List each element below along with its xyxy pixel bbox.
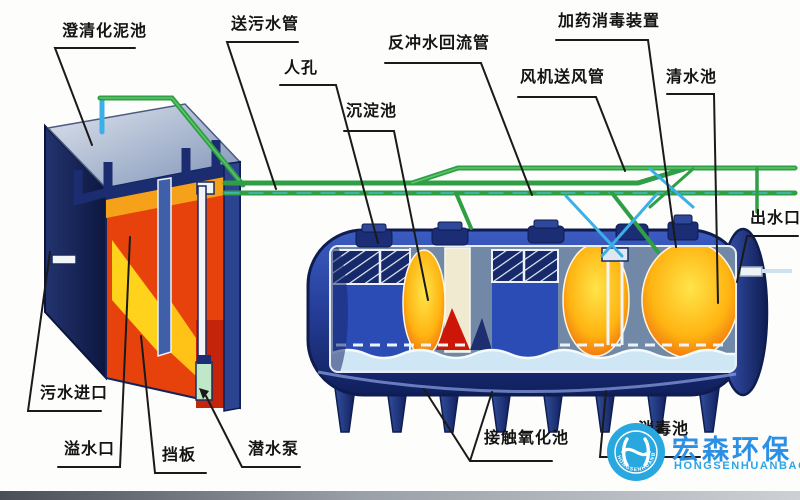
clarifier-tank-drawing xyxy=(44,103,242,412)
label-clarifier-tank: 澄清化泥池 xyxy=(62,23,148,40)
bottom-border-band xyxy=(0,491,800,500)
manhole-covers xyxy=(355,214,699,248)
label-fan-air-pipe: 风机送风管 xyxy=(520,69,606,86)
brand-name-en: HONGSENHUANBAO xyxy=(674,460,800,472)
label-backwash-return-pipe: 反冲水回流管 xyxy=(388,35,491,52)
label-submersible-pump: 潜水泵 xyxy=(248,441,300,458)
label-baffle: 挡板 xyxy=(162,447,197,464)
brand-badge-icon: HONGSENHUANBAO xyxy=(606,422,665,481)
label-dosing-device: 加药消毒装置 xyxy=(558,13,661,30)
label-sewage-inlet: 污水进口 xyxy=(40,385,109,402)
main-cylinder-drawing xyxy=(306,214,792,433)
brand-name-cn: 宏森环保 xyxy=(672,435,792,465)
label-manhole: 人孔 xyxy=(284,60,319,77)
label-sewage-feed-pipe: 送污水管 xyxy=(231,16,300,33)
pointer-lines xyxy=(26,39,799,474)
brand-logo: HONGSENHUANBAO 宏森环保 HONGSENHUANBAO xyxy=(606,420,800,492)
cylinder-interior xyxy=(330,246,736,372)
pipe-network xyxy=(97,95,798,258)
label-overflow-port: 溢水口 xyxy=(64,441,116,458)
label-clean-water-tank: 清水池 xyxy=(666,69,718,86)
label-contact-oxidation: 接触氧化池 xyxy=(484,430,570,447)
label-water-outlet: 出水口 xyxy=(750,210,800,227)
label-sedimentation-tank: 沉淀池 xyxy=(346,103,398,120)
